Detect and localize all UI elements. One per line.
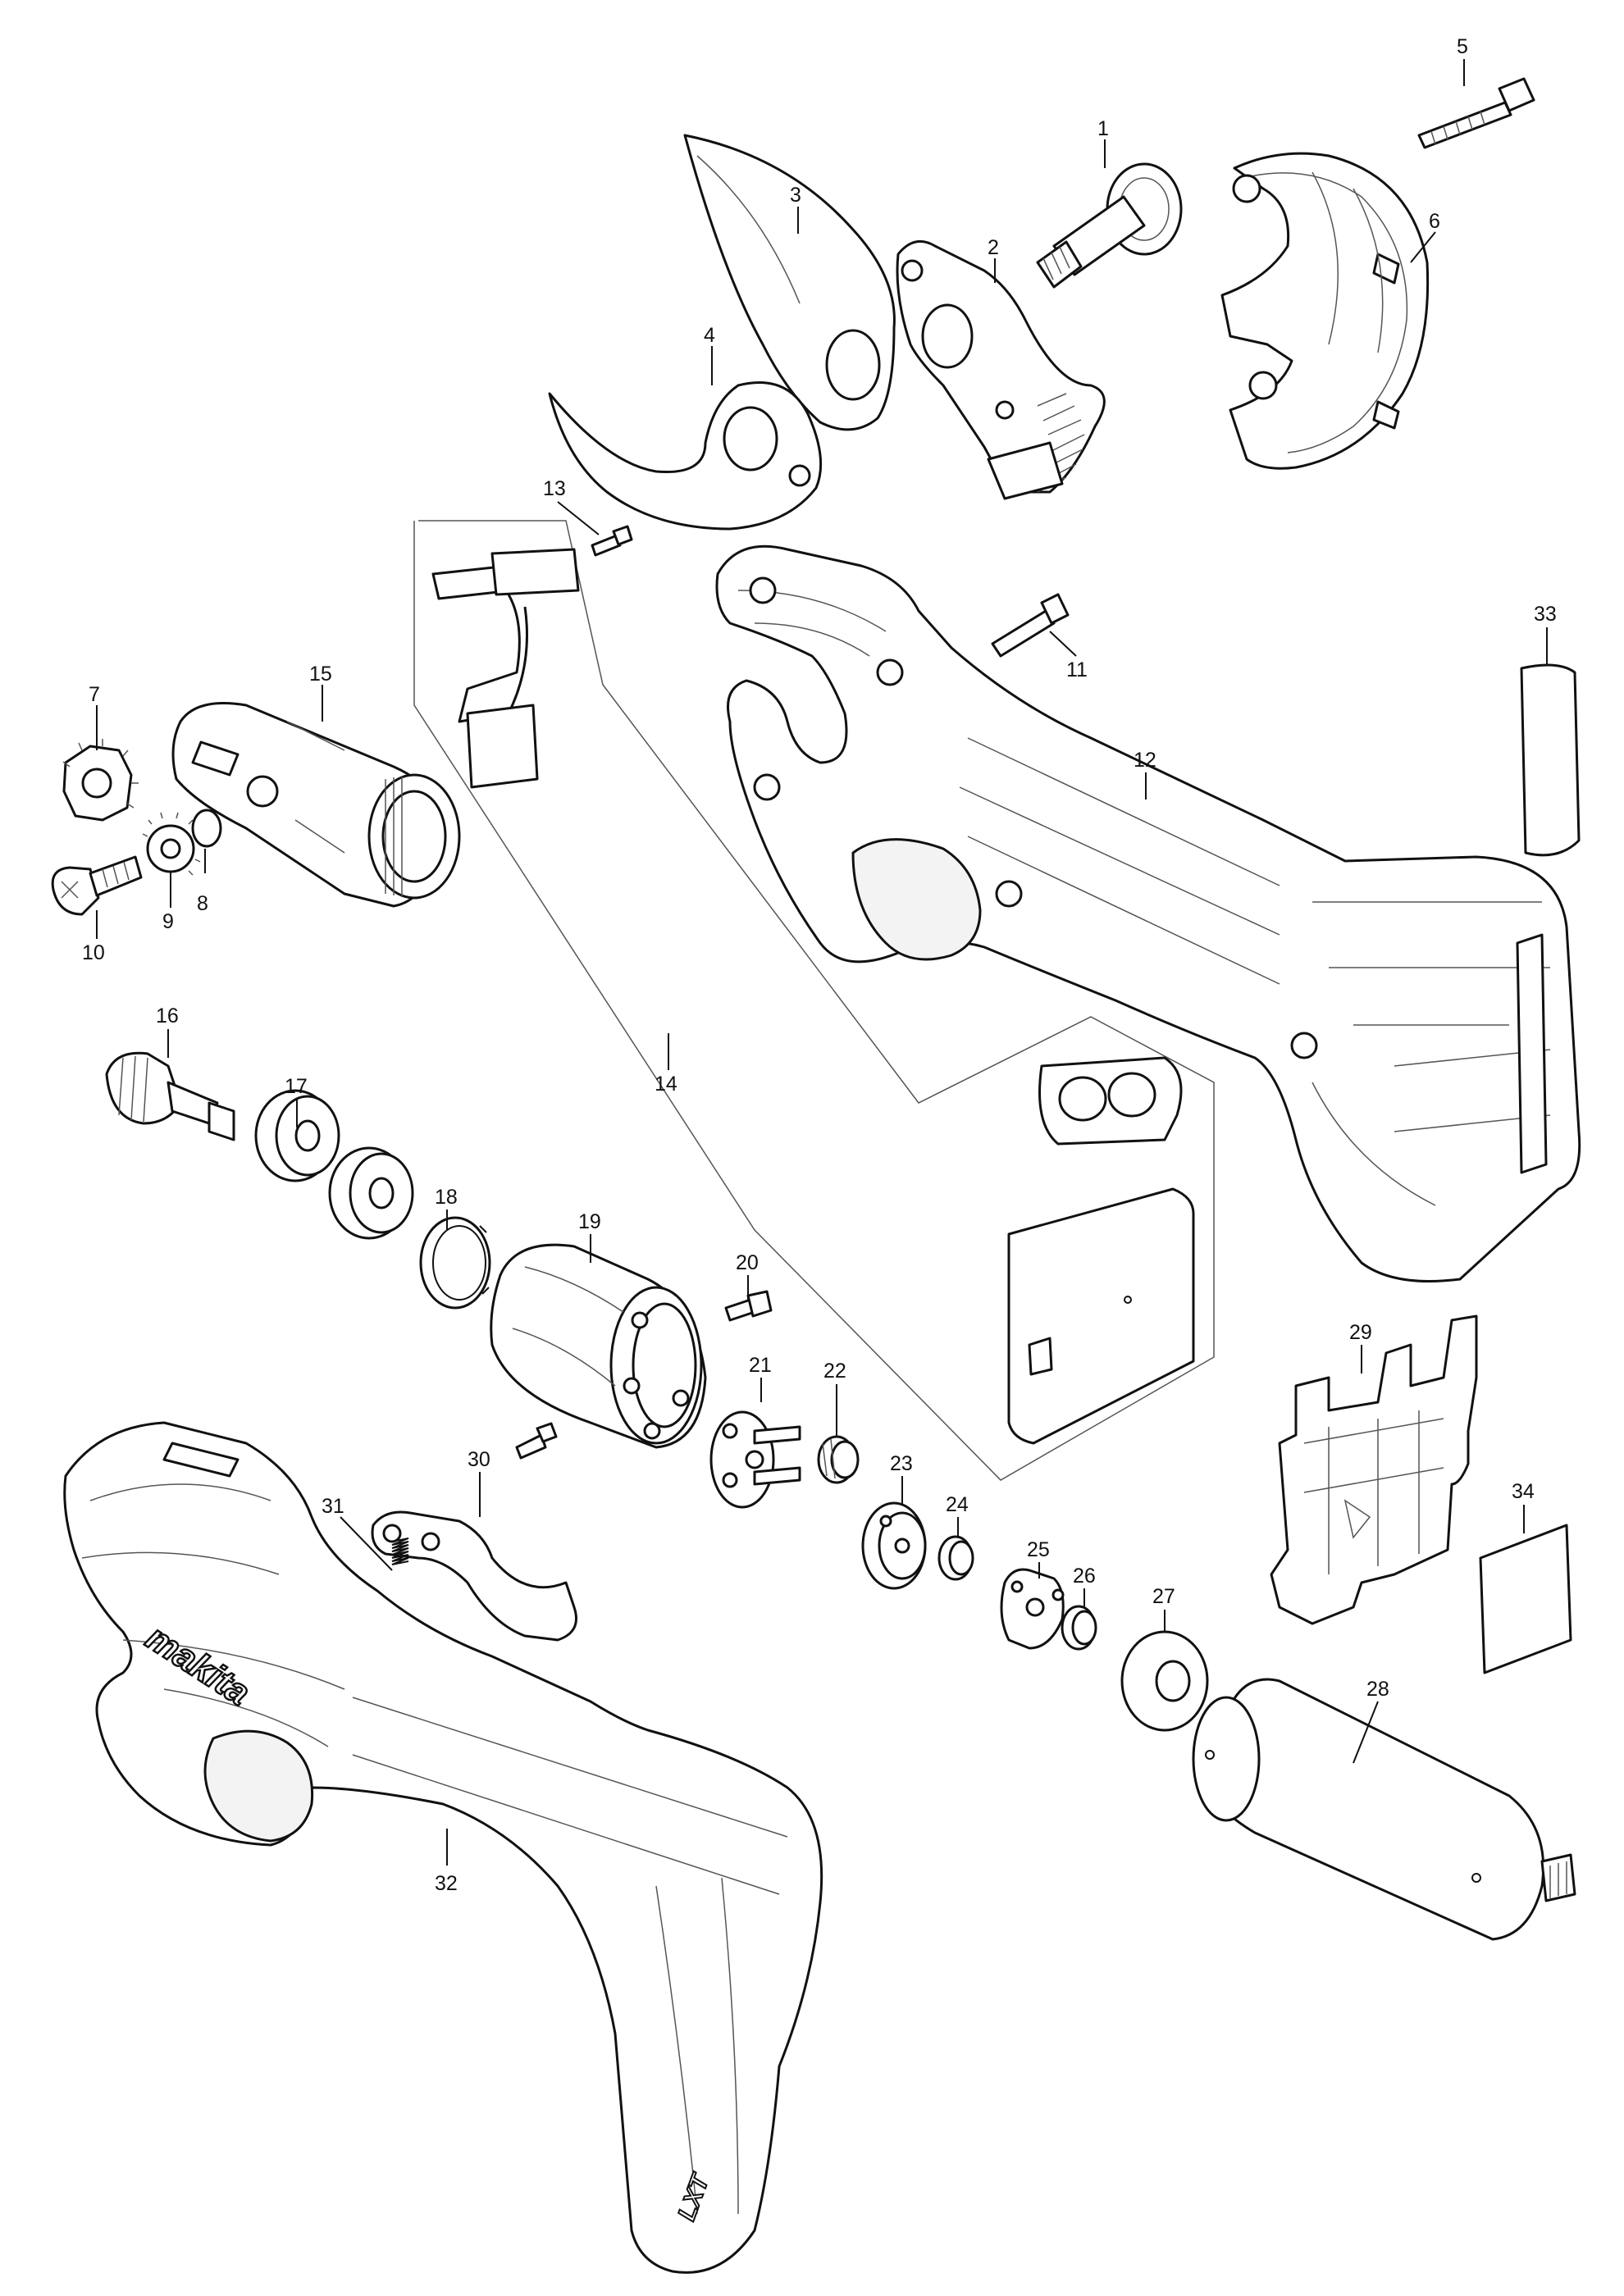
part-3-upper-blade: [683, 134, 896, 431]
part-25-carrier: [1000, 1568, 1065, 1650]
callout-20: 20: [736, 1251, 759, 1274]
part-28-motor: [1192, 1678, 1576, 1941]
callout-3: 3: [790, 184, 801, 207]
part-27-washer: [1120, 1630, 1209, 1732]
callout-7: 7: [89, 683, 100, 706]
part-30-trigger: [371, 1510, 577, 1642]
callout-21: 21: [749, 1354, 772, 1377]
part-6-cover: [1220, 152, 1430, 470]
part-8-o-ring: [191, 809, 222, 848]
part-21-carrier: [709, 1410, 801, 1509]
part-16-shaft: [105, 1051, 235, 1141]
callout-2: 2: [988, 236, 999, 259]
callout-24: 24: [946, 1493, 969, 1516]
part-4-lower-blade: [548, 381, 823, 531]
callout-4: 4: [704, 324, 715, 347]
callout-10: 10: [82, 941, 105, 964]
part-24-gear: [937, 1535, 974, 1581]
callout-27: 27: [1152, 1585, 1175, 1608]
callout-17: 17: [285, 1075, 308, 1098]
part-18-retaining-ring: [419, 1216, 491, 1310]
part-13-screw: [591, 525, 633, 557]
part-26-gear: [1061, 1605, 1097, 1651]
part-9-lock-washer: [142, 812, 201, 876]
callout-12: 12: [1134, 749, 1156, 772]
part-20-screw: [724, 1290, 773, 1322]
callout-6: 6: [1429, 210, 1440, 233]
part-5-screw: [1417, 77, 1535, 149]
callout-5: 5: [1457, 35, 1468, 58]
part-22-planet-gear: [817, 1435, 860, 1484]
part-1-pivot-bolt: [1036, 162, 1183, 289]
callout-34: 34: [1512, 1480, 1535, 1503]
callout-18: 18: [435, 1186, 458, 1209]
callout-23: 23: [890, 1452, 913, 1475]
callout-30: 30: [468, 1448, 490, 1471]
callout-26: 26: [1073, 1565, 1096, 1588]
part-10-cap-screw: [51, 855, 143, 916]
part-33-label-plate: [1520, 663, 1581, 857]
part-19-gear-case: [490, 1243, 707, 1449]
callout-labels: 1 2 3 4 5 6 7 8 9 10 11 12 13 14 15 16 1…: [82, 35, 1557, 1895]
callout-13: 13: [543, 477, 566, 500]
part-31-spring: [391, 1538, 409, 1565]
callout-33: 33: [1534, 603, 1557, 626]
part-29-switch-holder: [1270, 1314, 1478, 1625]
part-7-nut: [62, 739, 139, 822]
part-12-housing-right: [715, 544, 1581, 1282]
part-34-label: [1479, 1524, 1572, 1674]
part-19-screw: [515, 1422, 558, 1460]
callout-9: 9: [162, 910, 174, 933]
callout-15: 15: [309, 663, 332, 686]
callout-11: 11: [1066, 658, 1088, 681]
callout-19: 19: [578, 1210, 601, 1233]
part-2-gear-lever: [896, 239, 1106, 500]
assembly-14-outline: [413, 520, 1215, 1481]
part-32-housing-left: makita LXT: [63, 1421, 823, 2274]
leader-lines: [96, 59, 1548, 1866]
callout-28: 28: [1366, 1678, 1389, 1701]
callout-32: 32: [435, 1872, 458, 1895]
part-14-switch-assembly: [431, 548, 1195, 1445]
callout-29: 29: [1349, 1321, 1372, 1344]
part-15-gear-housing: [171, 702, 461, 908]
callout-25: 25: [1027, 1538, 1050, 1561]
part-11-screw: [991, 593, 1070, 658]
callout-22: 22: [823, 1360, 846, 1383]
callout-1: 1: [1097, 117, 1109, 140]
callout-31: 31: [322, 1495, 344, 1518]
part-23-carrier: [861, 1501, 927, 1590]
part-17-bearing-a: [254, 1089, 340, 1182]
callout-14: 14: [655, 1073, 677, 1096]
callout-8: 8: [197, 892, 208, 915]
callout-16: 16: [156, 1004, 179, 1027]
part-17-bearing-b: [328, 1146, 414, 1240]
